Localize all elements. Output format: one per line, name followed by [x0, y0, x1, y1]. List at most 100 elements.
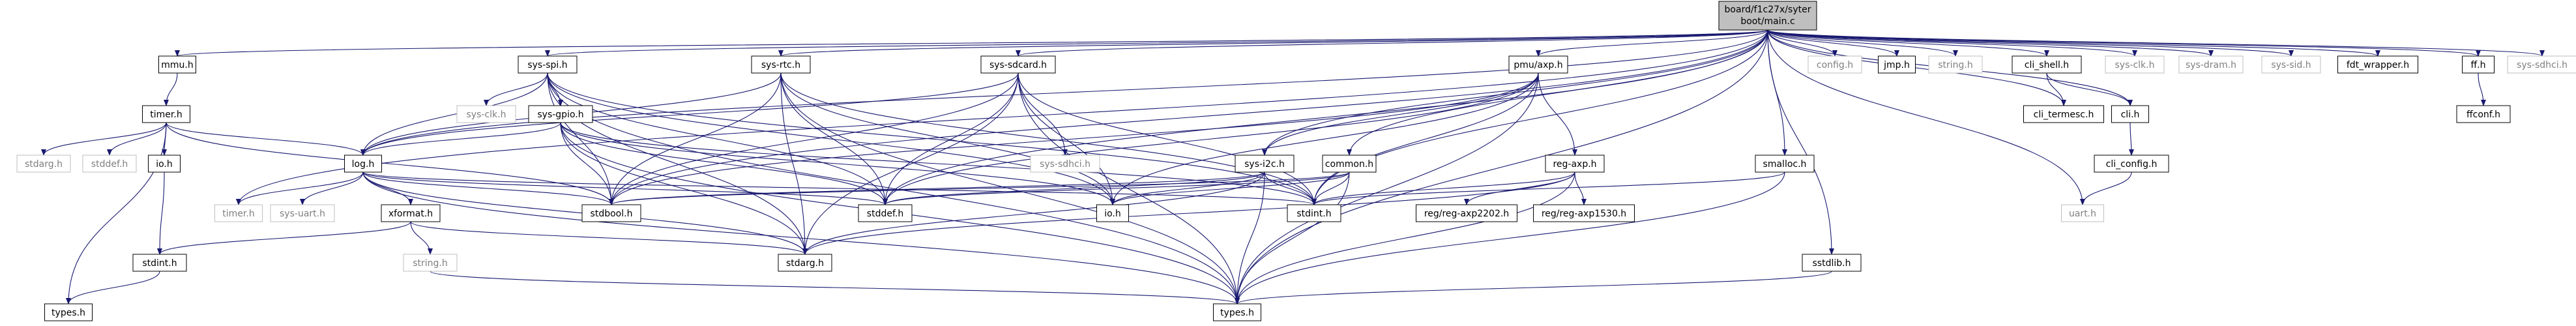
node-label: reg/reg-axp1530.h [1542, 209, 1626, 219]
node-box [778, 254, 832, 272]
node-sys-spi-h[interactable]: sys-spi.h [518, 55, 578, 74]
node-config-h: config.h [1808, 55, 1862, 74]
root-node-box [1718, 1, 1817, 31]
node-sys-sdhci-h-top: sys-sdhci.h [2507, 55, 2576, 74]
node-io-h-left[interactable]: io.h [148, 155, 181, 173]
node-box [2462, 55, 2495, 74]
node-timer-h-file[interactable]: timer.h [142, 105, 190, 123]
node-jmp-h[interactable]: jmp.h [1878, 55, 1916, 74]
edge-pmu-axp-h-to-sys-i2c-h [1262, 72, 1539, 156]
node-label: sys-i2c.h [1244, 159, 1285, 170]
node-box [2261, 55, 2321, 74]
node-cli-config-h[interactable]: cli_config.h [2094, 155, 2169, 173]
node-fdt-wrapper-h[interactable]: fdt_wrapper.h [2337, 55, 2418, 74]
node-reg-axp1530-h[interactable]: reg/reg-axp1530.h [1533, 204, 1635, 222]
edge-log-h-to-stdbool-h [362, 171, 614, 205]
node-box [456, 105, 516, 123]
node-box [158, 55, 196, 74]
node-stddef-h-left: stddef.h [82, 155, 137, 173]
edge-sys-rtc-h-to-io-h [780, 72, 1115, 205]
node-box [1030, 155, 1100, 173]
node-ff-h[interactable]: ff.h [2462, 55, 2495, 74]
root-node-main-c[interactable]: board/f1c27x/syter boot/main.c [1718, 1, 1817, 31]
edge-sys-spi-h-to-sys-gpio-h [547, 72, 563, 106]
edge-common-h-to-stddef-h [883, 171, 1350, 205]
edge-root-to-common-h [1347, 29, 1768, 156]
node-stddef-h[interactable]: stddef.h [858, 204, 913, 222]
edge-sys-spi-h-to-stddef-h [547, 72, 888, 205]
node-box [2094, 155, 2169, 173]
node-xformat-h[interactable]: xformat.h [381, 204, 441, 222]
node-box [2507, 55, 2576, 74]
edge-sys-gpio-h-to-log-h [360, 122, 561, 156]
edge-sys-rtc-h-to-stddef-h [780, 72, 888, 205]
node-pmu-axp-h[interactable]: pmu/axp.h [1508, 55, 1568, 74]
node-cli-termesc-h[interactable]: cli_termesc.h [2023, 105, 2104, 123]
edge-root-to-uart-h [1767, 29, 2085, 205]
node-label: jmp.h [1883, 60, 1910, 70]
node-types-h[interactable]: types.h [1213, 303, 1261, 321]
node-common-h[interactable]: common.h [1322, 155, 1377, 173]
node-io-h[interactable]: io.h [1096, 204, 1129, 222]
edge-sys-i2c-h-to-stdint-h [1264, 171, 1317, 205]
node-cli-h[interactable]: cli.h [2111, 105, 2149, 123]
node-box [2178, 55, 2244, 74]
edge-pmu-axp-h-to-reg-axp-h [1538, 72, 1577, 156]
node-mmu-h[interactable]: mmu.h [158, 55, 196, 74]
node-box [2023, 105, 2104, 123]
node-label: stdint.h [142, 258, 177, 269]
node-types-h-left[interactable]: types.h [44, 303, 93, 321]
node-label: sys-clk.h [467, 110, 506, 120]
node-sys-sdcard-h[interactable]: sys-sdcard.h [980, 55, 1056, 74]
node-reg-axp-h[interactable]: reg-axp.h [1545, 155, 1605, 173]
node-box [270, 204, 335, 222]
edge-log-h-to-stdint-h [362, 171, 1317, 205]
edge-log-h-to-xformat-h [362, 171, 413, 205]
node-ffconf-h[interactable]: ffconf.h [2456, 105, 2511, 123]
edge-stdint-h-left-to-types-h-left [66, 271, 160, 304]
edge-root-to-fdt-wrapper-h [1767, 29, 2380, 57]
edge-timer-h-file-to-stddef-h-left [107, 122, 167, 156]
node-label: cli_termesc.h [2034, 110, 2094, 120]
edge-root-to-timer-h-missing [236, 29, 1768, 205]
edge-string-h-mid-to-types-h [430, 271, 1240, 304]
edge-pmu-axp-h-to-stddef-h [883, 72, 1539, 205]
node-log-h[interactable]: log.h [344, 155, 382, 173]
node-sys-i2c-h[interactable]: sys-i2c.h [1235, 155, 1295, 173]
node-label: common.h [1325, 159, 1373, 170]
node-label: sys-clk.h [2115, 60, 2155, 70]
node-label: log.h [352, 159, 375, 170]
edge-sys-rtc-h-to-stdint-h [780, 72, 1317, 205]
node-stdarg-h[interactable]: stdarg.h [778, 254, 832, 272]
node-cli-shell-h[interactable]: cli_shell.h [2012, 55, 2082, 74]
edge-timer-h-file-to-log-h [166, 122, 366, 156]
node-sys-rtc-h[interactable]: sys-rtc.h [751, 55, 811, 74]
node-stdint-h[interactable]: stdint.h [1287, 204, 1341, 222]
nodes-layer: board/f1c27x/syter boot/main.c mmu.h sys-… [16, 1, 2576, 321]
node-sys-dram-h: sys-dram.h [2178, 55, 2244, 74]
root-node-label-line1: board/f1c27x/syter [1725, 5, 1811, 15]
node-label: reg-axp.h [1553, 159, 1596, 170]
node-box [2105, 55, 2165, 74]
node-stdarg-h-left: stdarg.h [16, 155, 71, 173]
edge-root-to-mmu-h [175, 29, 1768, 57]
node-label: string.h [1938, 60, 1973, 70]
node-stdint-h-left[interactable]: stdint.h [132, 254, 187, 272]
edge-timer-h-file-to-stdarg-h-left [41, 122, 167, 156]
node-smalloc-h[interactable]: smalloc.h [1755, 155, 1815, 173]
node-label: reg/reg-axp2202.h [1424, 209, 1509, 219]
node-box [82, 155, 137, 173]
node-reg-axp2202-h[interactable]: reg/reg-axp2202.h [1416, 204, 1517, 222]
edge-sys-gpio-h-to-stdbool-h [560, 122, 614, 205]
node-box [1416, 204, 1517, 222]
node-label: types.h [1220, 308, 1254, 318]
node-uart-h: uart.h [2061, 204, 2104, 222]
node-sys-gpio-h[interactable]: sys-gpio.h [528, 105, 593, 123]
edge-reg-axp-h-to-stdarg-h [802, 171, 1575, 255]
node-box [1755, 155, 1815, 173]
node-label: stdbool.h [591, 209, 633, 219]
node-sys-sid-h: sys-sid.h [2261, 55, 2321, 74]
node-stdbool-h[interactable]: stdbool.h [581, 204, 641, 222]
node-label: ffconf.h [2466, 110, 2500, 120]
node-sstdlib-h[interactable]: sstdlib.h [1802, 254, 1862, 272]
